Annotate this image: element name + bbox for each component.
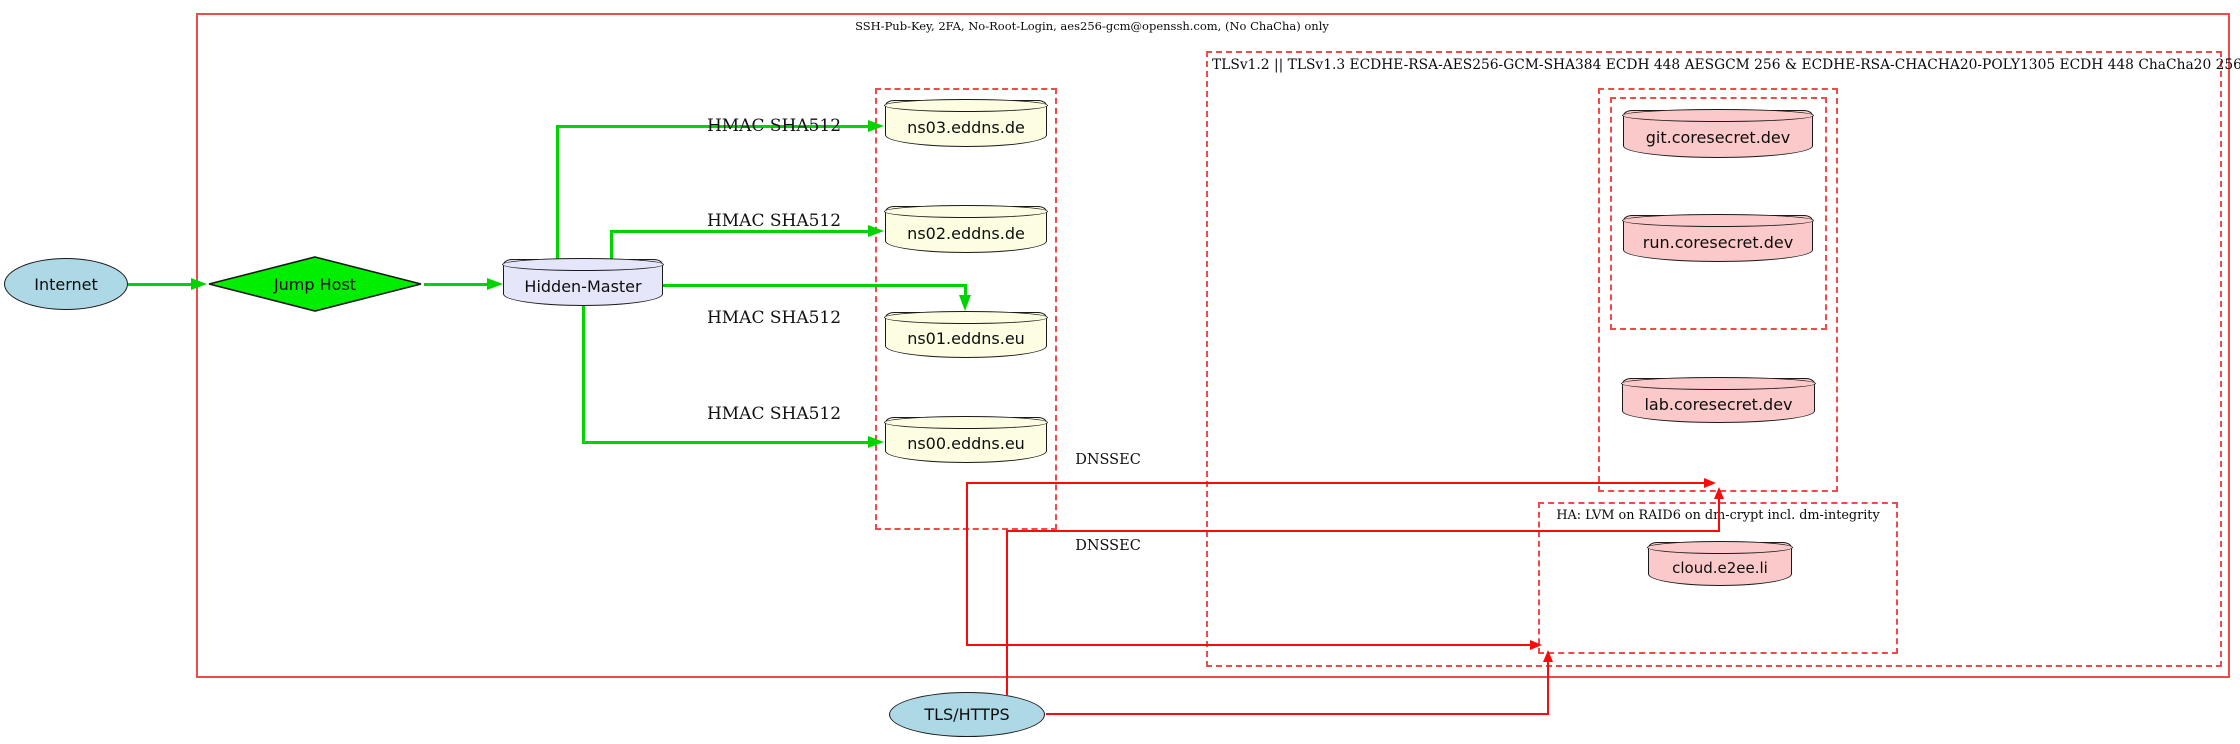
edge-hm-ns00-vertical (581, 304, 585, 442)
edge-dnssec1-vertical (966, 482, 968, 645)
arrowhead-hm-ns00 (868, 436, 884, 448)
edge-label-dnssec-2: DNSSEC (1075, 538, 1141, 554)
edge-tls-ha-vertical (1547, 660, 1549, 714)
arrowhead-jumphost-hiddenmaster (487, 278, 503, 290)
arrowhead-tls-ha (1543, 650, 1553, 662)
node-run-coresecret: run.coresecret.dev (1622, 214, 1814, 262)
node-hidden-master-label: Hidden-Master (524, 276, 642, 296)
node-ns01: ns01.eddns.eu (884, 311, 1048, 358)
edge-internet-jumphost (128, 282, 195, 286)
node-tls-https-label: TLS/HTTPS (924, 705, 1010, 724)
node-run-coresecret-label: run.coresecret.dev (1642, 232, 1794, 252)
cluster-tls-box (1206, 51, 2222, 667)
node-ns00: ns00.eddns.eu (884, 416, 1048, 463)
edge-jumphost-hiddenmaster (424, 282, 491, 286)
node-internet-label: Internet (34, 274, 98, 294)
edge-hm-ns00-horizontal (581, 440, 871, 444)
arrowhead-hm-ns01 (959, 295, 971, 311)
arrowhead-hm-ns03 (868, 120, 884, 132)
arrowhead-dnssec1 (1704, 478, 1716, 488)
edge-label-hmac-ns01: HMAC SHA512 (706, 308, 842, 328)
edge-label-dnssec-1: DNSSEC (1075, 452, 1141, 468)
node-hidden-master: Hidden-Master (502, 258, 664, 306)
edge-tls-coresecret-vertical-right (1718, 497, 1720, 531)
arrowhead-internet-jumphost (191, 278, 207, 290)
node-ns03-label: ns03.eddns.de (907, 117, 1025, 137)
edge-tls-coresecret-horizontal (1006, 530, 1720, 532)
node-jump-host: Jump Host (207, 256, 423, 312)
arrowhead-hm-ns02 (868, 225, 884, 237)
edge-tls-coresecret-vertical-left (1006, 530, 1008, 695)
node-ns03: ns03.eddns.de (884, 99, 1048, 147)
node-tls-https: TLS/HTTPS (889, 692, 1045, 737)
edge-hm-ns03-horizontal (555, 124, 871, 128)
jump-host-diamond-shape (208, 256, 422, 312)
edge-hm-ns01-vertical (963, 283, 967, 298)
cluster-ssh-box (196, 13, 2230, 678)
edge-dnssec2-horizontal (966, 644, 1532, 646)
arrowhead-dnssec2 (1530, 640, 1542, 650)
edge-hm-ns03-vertical (555, 126, 559, 260)
arrowhead-tls-coresecret (1714, 487, 1724, 499)
node-ns01-label: ns01.eddns.eu (907, 329, 1025, 348)
node-jump-host-label: Jump Host (273, 274, 357, 294)
cluster-coresecret-inner-box (1610, 97, 1827, 330)
edge-label-hmac-ns03: HMAC SHA512 (706, 116, 842, 136)
node-lab-coresecret-label: lab.coresecret.dev (1644, 394, 1793, 414)
node-internet: Internet (4, 258, 128, 310)
node-git-coresecret-label: git.coresecret.dev (1645, 128, 1791, 147)
node-ns00-label: ns00.eddns.eu (907, 434, 1025, 453)
edge-hm-ns02-horizontal (609, 229, 871, 233)
node-cloud-e2ee: cloud.e2ee.li (1647, 541, 1793, 586)
edge-label-hmac-ns00: HMAC SHA512 (706, 404, 842, 424)
node-cloud-e2ee-label: cloud.e2ee.li (1672, 558, 1768, 577)
node-ns02: ns02.eddns.de (884, 205, 1048, 253)
node-git-coresecret: git.coresecret.dev (1622, 109, 1814, 158)
edge-hm-ns02-vertical (609, 231, 613, 260)
node-lab-coresecret: lab.coresecret.dev (1621, 377, 1816, 423)
edge-label-hmac-ns02: HMAC SHA512 (706, 211, 842, 231)
node-ns02-label: ns02.eddns.de (907, 223, 1025, 243)
cluster-tls-label: TLSv1.2 || TLSv1.3 ECDHE-RSA-AES256-GCM-… (1212, 57, 2240, 73)
edge-tls-ha-horizontal (1046, 713, 1549, 715)
cluster-ssh-label: SSH-Pub-Key, 2FA, No-Root-Login, aes256-… (855, 19, 1329, 33)
edge-hm-ns01-horizontal (663, 283, 965, 287)
edge-dnssec1-horizontal (966, 482, 1706, 484)
